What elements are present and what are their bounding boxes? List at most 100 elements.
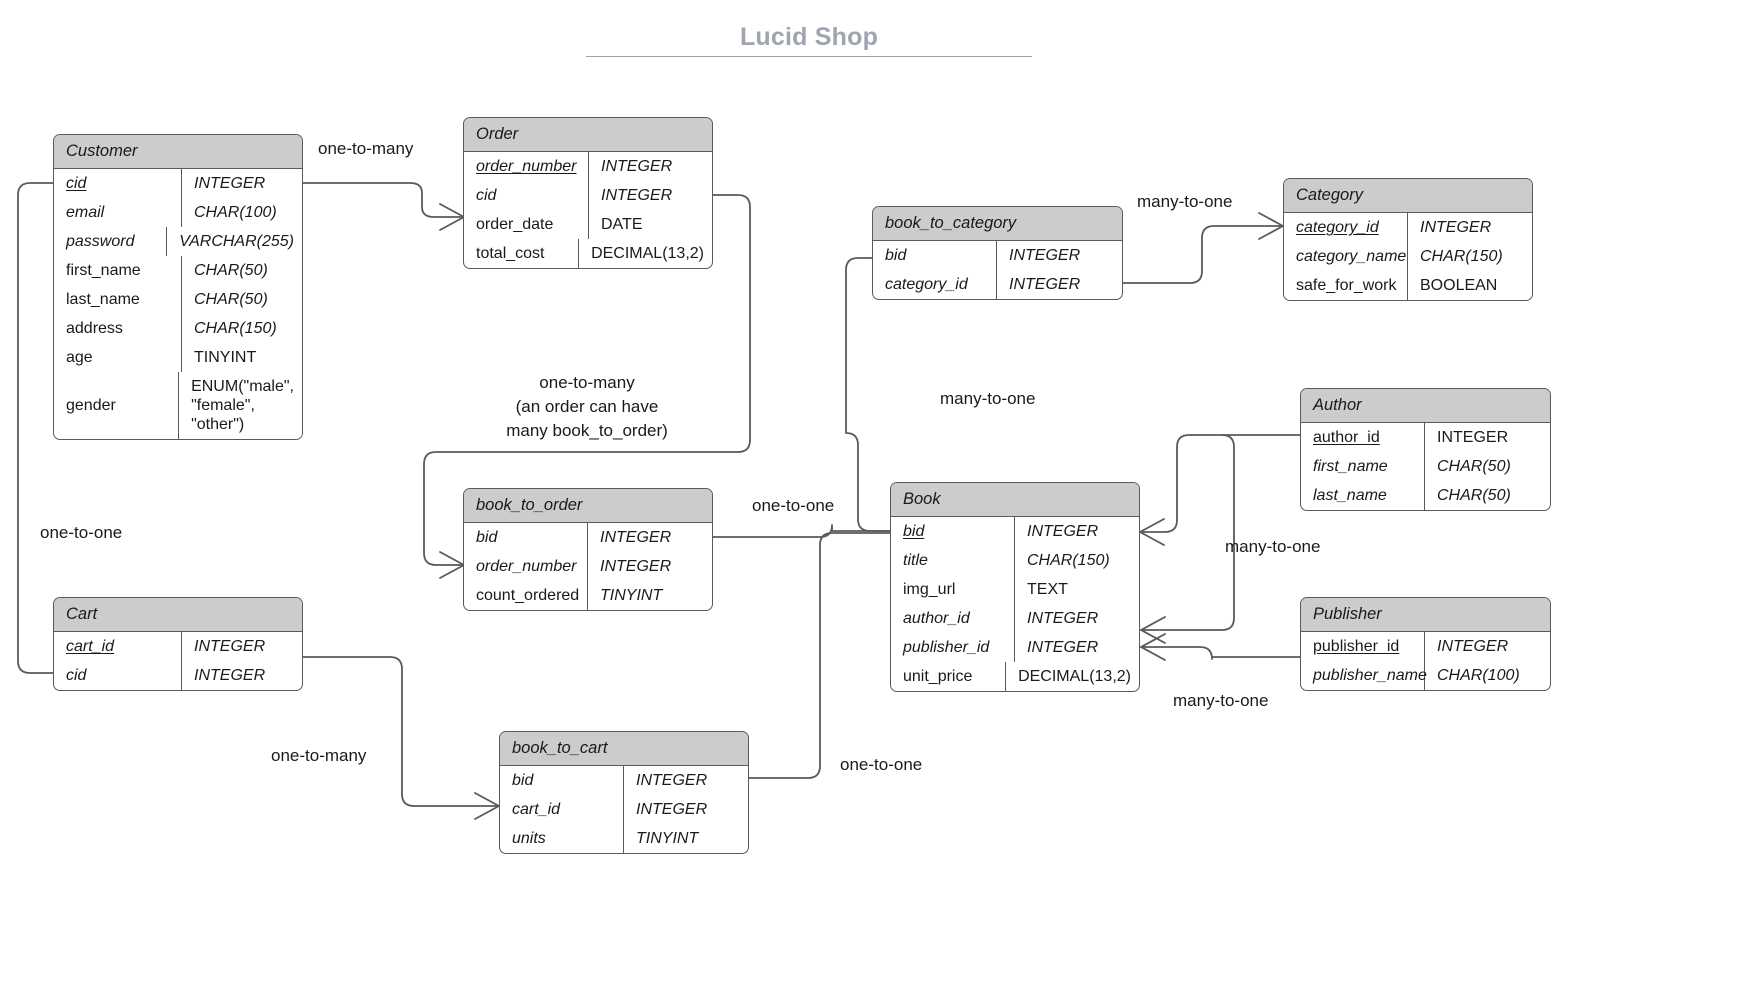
field-name: img_url — [891, 575, 1015, 604]
field-name: last_name — [54, 285, 182, 314]
field-type: CHAR(50) — [1437, 458, 1511, 475]
field-type: CHAR(150) — [1027, 552, 1110, 569]
table-row: unit_price DECIMAL(13,2) — [891, 662, 1139, 691]
entity-table-order[interactable]: Order order_number INTEGER cid INTEGER o… — [463, 117, 713, 269]
field-name: cid — [54, 169, 182, 198]
table-row: order_number INTEGER — [464, 552, 712, 581]
table-row: publisher_id INTEGER — [891, 633, 1139, 662]
field-name: first_name — [1301, 452, 1425, 481]
field-name: email — [54, 198, 182, 227]
table-row: safe_for_work BOOLEAN — [1284, 271, 1532, 300]
field-type: CHAR(100) — [1437, 667, 1520, 684]
field-type: TINYINT — [600, 587, 663, 604]
field-type: TINYINT — [636, 830, 699, 847]
field-name: bid — [464, 523, 588, 552]
entity-table-book-to-order[interactable]: book_to_order bid INTEGER order_number I… — [463, 488, 713, 611]
field-type: CHAR(100) — [194, 204, 277, 221]
relationship-label-cart-book-to-cart: one-to-many — [271, 746, 367, 765]
field-type: INTEGER — [194, 175, 266, 192]
entity-table-cart[interactable]: Cart cart_id INTEGER cid INTEGER — [53, 597, 303, 691]
field-name: password — [54, 227, 168, 256]
field-type: DECIMAL(13,2) — [1018, 668, 1131, 685]
table-row: category_name CHAR(150) — [1284, 242, 1532, 271]
field-type: INTEGER — [600, 558, 672, 575]
entity-header-author: Author — [1301, 389, 1550, 423]
field-type: INTEGER — [601, 158, 673, 175]
entity-table-book-to-category[interactable]: book_to_category bid INTEGER category_id… — [872, 206, 1123, 300]
table-row: bid INTEGER — [500, 766, 748, 795]
table-row: last_name CHAR(50) — [1301, 481, 1550, 510]
entity-table-publisher[interactable]: Publisher publisher_id INTEGER publisher… — [1300, 597, 1551, 691]
entity-rows-category: category_id INTEGER category_name CHAR(1… — [1284, 213, 1532, 300]
field-name: count_ordered — [464, 581, 588, 610]
field-type: ENUM("male", "female", "other") — [191, 378, 294, 433]
field-name: unit_price — [891, 662, 1007, 691]
table-row: category_id INTEGER — [873, 270, 1122, 299]
entity-table-book-to-cart[interactable]: book_to_cart bid INTEGER cart_id INTEGER… — [499, 731, 749, 854]
field-type: CHAR(150) — [1420, 248, 1503, 265]
relationship-label-book-author: many-to-one — [1225, 537, 1321, 556]
entity-rows-book-to-category: bid INTEGER category_id INTEGER — [873, 241, 1122, 299]
field-type: TINYINT — [194, 349, 257, 366]
relationship-label-book-publisher: many-to-one — [1173, 691, 1269, 710]
table-row: address CHAR(150) — [54, 314, 302, 343]
entity-rows-customer: cid INTEGER email CHAR(100) password VAR… — [54, 169, 302, 439]
field-name: category_id — [873, 270, 997, 299]
field-type: BOOLEAN — [1420, 277, 1498, 294]
field-type: INTEGER — [1027, 523, 1099, 540]
relationship-label-book-book-to-category: many-to-one — [940, 389, 1036, 408]
entity-rows-book-to-order: bid INTEGER order_number INTEGER count_o… — [464, 523, 712, 610]
table-row: bid INTEGER — [873, 241, 1122, 270]
field-name: cart_id — [500, 795, 624, 824]
entity-rows-book-to-cart: bid INTEGER cart_id INTEGER units TINYIN… — [500, 766, 748, 853]
field-type: CHAR(150) — [194, 320, 277, 337]
entity-header-book-to-category: book_to_category — [873, 207, 1122, 241]
field-name: address — [54, 314, 182, 343]
field-name: cart_id — [54, 632, 182, 661]
field-name: cid — [464, 181, 589, 210]
table-row: category_id INTEGER — [1284, 213, 1532, 242]
entity-table-category[interactable]: Category category_id INTEGER category_na… — [1283, 178, 1533, 301]
entity-rows-cart: cart_id INTEGER cid INTEGER — [54, 632, 302, 690]
entity-table-author[interactable]: Author author_id INTEGER first_name CHAR… — [1300, 388, 1551, 511]
field-name: units — [500, 824, 624, 853]
entity-header-book-to-cart: book_to_cart — [500, 732, 748, 766]
entity-header-cart: Cart — [54, 598, 302, 632]
relationship-label-order-book-to-order: one-to-many (an order can have many book… — [506, 373, 668, 440]
relationship-label-customer-cart: one-to-one — [40, 523, 123, 542]
relationship-label-book-to-cart-book: one-to-one — [840, 755, 923, 774]
table-row: publisher_id INTEGER — [1301, 632, 1550, 661]
field-name: author_id — [891, 604, 1015, 633]
field-name: safe_for_work — [1284, 271, 1408, 300]
table-row: gender ENUM("male", "female", "other") — [54, 372, 302, 439]
entity-table-customer[interactable]: Customer cid INTEGER email CHAR(100) pas… — [53, 134, 303, 440]
entity-rows-author: author_id INTEGER first_name CHAR(50) la… — [1301, 423, 1550, 510]
field-type: INTEGER — [1009, 276, 1081, 293]
field-name: bid — [873, 241, 997, 270]
entity-header-book-to-order: book_to_order — [464, 489, 712, 523]
field-name: order_number — [464, 152, 589, 181]
entity-table-book[interactable]: Book bid INTEGER title CHAR(150) img_url… — [890, 482, 1140, 692]
table-row: total_cost DECIMAL(13,2) — [464, 239, 712, 268]
diagram-title-text: Lucid Shop — [739, 23, 879, 51]
table-row: author_id INTEGER — [891, 604, 1139, 633]
table-row: bid INTEGER — [464, 523, 712, 552]
field-type: CHAR(50) — [194, 262, 268, 279]
entity-rows-publisher: publisher_id INTEGER publisher_name CHAR… — [1301, 632, 1550, 690]
table-row: cid INTEGER — [54, 661, 302, 690]
table-row: title CHAR(150) — [891, 546, 1139, 575]
entity-header-customer: Customer — [54, 135, 302, 169]
entity-header-category: Category — [1284, 179, 1532, 213]
table-row: age TINYINT — [54, 343, 302, 372]
entity-rows-book: bid INTEGER title CHAR(150) img_url TEXT… — [891, 517, 1139, 691]
table-row: cid INTEGER — [54, 169, 302, 198]
table-row: first_name CHAR(50) — [1301, 452, 1550, 481]
field-type: INTEGER — [1027, 639, 1099, 656]
entity-rows-order: order_number INTEGER cid INTEGER order_d… — [464, 152, 712, 268]
field-name: category_id — [1284, 213, 1408, 242]
field-type: INTEGER — [600, 529, 672, 546]
table-row: cart_id INTEGER — [54, 632, 302, 661]
field-name: publisher_name — [1301, 661, 1427, 690]
table-row: publisher_name CHAR(100) — [1301, 661, 1550, 690]
